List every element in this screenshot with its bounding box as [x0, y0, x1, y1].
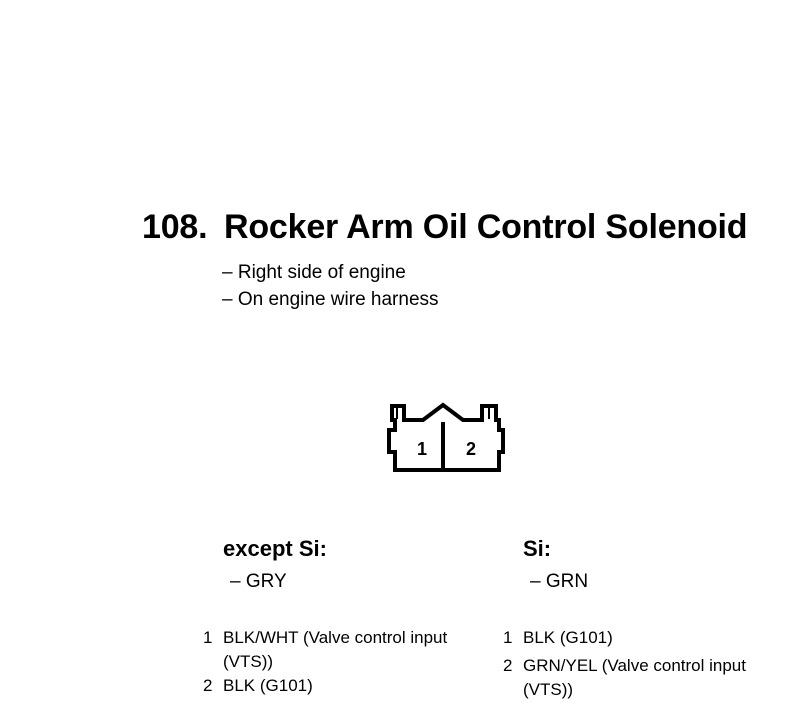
connector-housing: [387, 402, 505, 472]
pin-number: 1: [203, 628, 213, 647]
variant-color-except-si: – GRY: [230, 571, 287, 592]
location-notes: – Right side of engine – On engine wire …: [222, 259, 439, 313]
variant-heading-except-si: except Si:: [223, 536, 327, 561]
pin-row: 2 GRN/YEL (Valve control input (VTS)): [503, 654, 763, 702]
pin-description: GRN/YEL (Valve control input (VTS)): [523, 656, 746, 699]
pin-description: BLK (G101): [223, 676, 313, 695]
connector-diagram: 1 2: [387, 402, 505, 472]
pinout-si: 1 BLK (G101) 2 GRN/YEL (Valve control in…: [503, 626, 763, 702]
pin-number: 1: [503, 628, 513, 647]
pin-row: 1 BLK (G101): [503, 626, 763, 650]
pin-2-label: 2: [466, 439, 476, 459]
page-title: 108. Rocker Arm Oil Control Solenoid: [142, 208, 748, 247]
pin-row: 1 BLK/WHT (Valve control input (VTS)): [203, 626, 463, 674]
note-wire-harness: – On engine wire harness: [222, 289, 439, 310]
variant-color-si: – GRN: [530, 571, 589, 592]
pinout-except-si: 1 BLK/WHT (Valve control input (VTS)) 2 …: [203, 626, 463, 698]
component-number: 108.: [142, 208, 208, 246]
pin-number: 2: [503, 656, 513, 675]
variant-heading-si: Si:: [523, 536, 552, 561]
pin-description: BLK/WHT (Valve control input (VTS)): [223, 628, 448, 671]
pin-number: 2: [203, 676, 213, 695]
component-name: Rocker Arm Oil Control Solenoid: [224, 208, 748, 246]
pin-1-label: 1: [417, 439, 427, 459]
pin-description: BLK (G101): [523, 628, 613, 647]
note-right-side: – Right side of engine: [222, 262, 406, 283]
pin-row: 2 BLK (G101): [203, 674, 463, 698]
